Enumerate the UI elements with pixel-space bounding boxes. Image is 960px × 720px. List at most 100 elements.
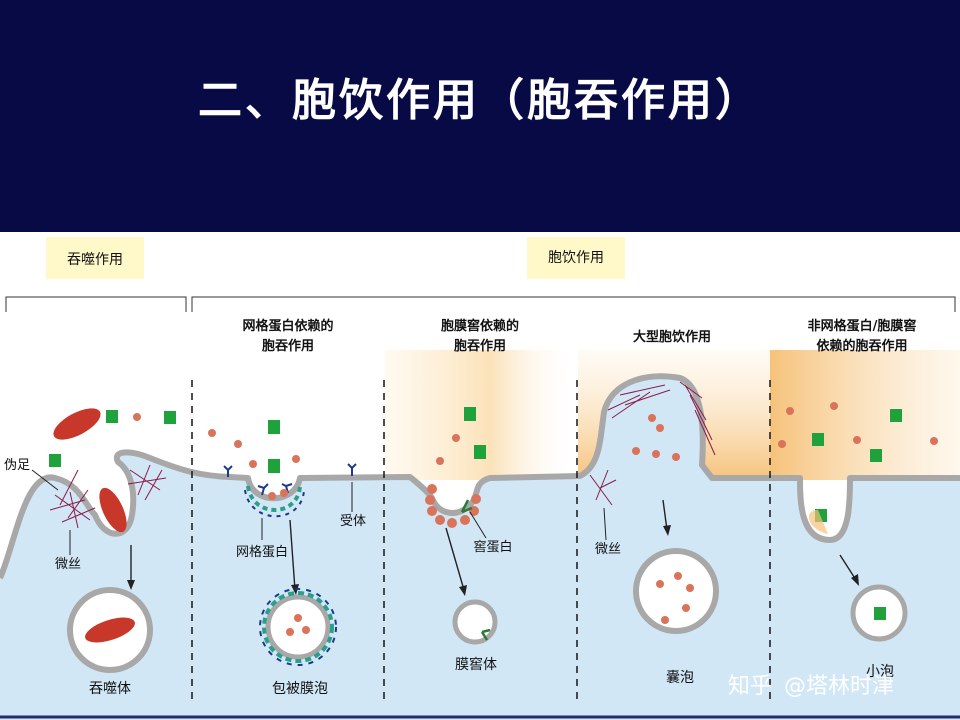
label-receptor: 受体 <box>340 514 366 529</box>
non-clathrin-gradient <box>770 350 960 480</box>
particle-dot <box>268 492 276 500</box>
non-clathrin-pit-fill <box>808 510 828 534</box>
particle-dot <box>652 450 660 458</box>
macro-filaments-base <box>589 469 617 506</box>
pinocytosis-bracket <box>191 296 956 312</box>
particle-square <box>49 454 61 467</box>
particle-dot <box>632 447 640 455</box>
particle-square <box>464 407 476 421</box>
particle-dot <box>661 616 669 624</box>
microfilament-network <box>49 464 167 529</box>
bacterium <box>53 408 101 440</box>
clathrin-arrow <box>289 519 296 591</box>
phagocytosis-label-box <box>46 237 144 279</box>
particle-dot <box>208 429 216 437</box>
clathrin-arrowhead <box>291 584 299 595</box>
particle-dot <box>133 413 141 421</box>
label-small-vesicle: 小泡 <box>866 664 894 680</box>
coated-vesicle <box>265 594 331 660</box>
caveosome-caveolin <box>480 628 491 641</box>
particle-square <box>164 411 176 424</box>
coated-vesicle-coat-outer <box>259 588 337 666</box>
column-separators <box>191 380 771 705</box>
particle-dot <box>234 440 242 448</box>
label-microfilament-2: 微丝 <box>595 542 621 557</box>
pinocytosis-label: 胞饮作用 <box>548 250 604 266</box>
phagocytosis-bracket <box>5 296 187 312</box>
macro-arrowhead <box>663 525 671 536</box>
particle-square <box>106 410 118 423</box>
particle-dot <box>786 407 794 415</box>
particle-dot <box>853 436 861 444</box>
particle-dot <box>656 580 664 588</box>
macropinosome <box>633 548 719 634</box>
macro-arrow <box>662 499 668 531</box>
header-nonclathrin-line2: 依赖的胞吞作用 <box>816 338 907 354</box>
header-nonclathrin-line1: 非网格蛋白/胞膜窖 <box>808 318 917 334</box>
header-clathrin-line1: 网格蛋白依赖的 <box>242 318 333 334</box>
label-phagosome: 吞噬体 <box>89 681 131 697</box>
label-caveolin: 窖蛋白 <box>473 539 512 555</box>
particle-square <box>874 607 886 620</box>
label-macropinosome: 囊泡 <box>666 669 694 686</box>
header-clathrin-line2: 胞吞作用 <box>261 338 314 354</box>
header-macropinocytosis: 大型胞饮作用 <box>633 329 711 345</box>
particle-dot <box>830 402 838 410</box>
header-caveolae-line2: 胞吞作用 <box>453 338 506 354</box>
particle-dot <box>436 457 444 465</box>
particle-dot <box>294 614 302 622</box>
clathrin-coat <box>246 485 302 512</box>
plasma-membrane <box>0 373 960 580</box>
header-caveolae-line1: 胞膜窖依赖的 <box>440 318 519 334</box>
particle-dot <box>682 604 690 612</box>
title-band <box>0 0 960 232</box>
particle-square <box>268 420 280 434</box>
phagocytosis-arrowhead <box>127 580 135 590</box>
endocytosis-diagram: 吞噬作用 胞饮作用 网格蛋白依赖的 胞吞作用 胞膜窖依赖的 胞吞作用 大型胞饮作… <box>0 232 960 720</box>
bacterium-engulfed <box>99 487 127 533</box>
particle-dot <box>648 414 656 422</box>
particle-dot <box>656 424 664 432</box>
caveolae-arrow <box>445 527 465 591</box>
non-clathrin-arrowhead <box>851 574 859 586</box>
particle-dot <box>674 572 682 580</box>
phagocytosis-label: 吞噬作用 <box>67 252 123 268</box>
caveosome <box>452 599 498 645</box>
watermark-author: @塔林时津 <box>784 674 895 699</box>
particle-square <box>268 459 280 473</box>
coated-vesicle-coat <box>262 591 334 663</box>
label-microfilament-1: 微丝 <box>55 557 81 572</box>
particle-square <box>474 445 486 459</box>
particle-square <box>812 433 824 446</box>
particle-dot <box>930 437 938 445</box>
label-caveosome: 膜窖体 <box>455 656 497 673</box>
watermark-site: 知乎 <box>728 674 773 699</box>
caveolin-pointer <box>469 511 487 539</box>
non-clathrin-arrow <box>839 554 857 581</box>
particle-dot <box>302 626 310 634</box>
particle-dot <box>286 628 294 636</box>
cytoplasm <box>0 376 960 720</box>
caveolae-gradient <box>385 350 577 480</box>
caveolin-beads <box>425 484 481 528</box>
particle-square <box>870 449 882 462</box>
particle-square <box>890 409 902 422</box>
particle-dot <box>249 460 257 468</box>
macro-filaments-arm <box>607 381 716 456</box>
microfilament-2-pointer <box>603 507 607 541</box>
particle-dot <box>686 584 694 592</box>
pseudopod-pointer <box>31 469 59 491</box>
particle-dot <box>672 453 680 461</box>
pinocytosis-label-box <box>527 237 625 279</box>
label-clathrin: 网格蛋白 <box>236 544 288 560</box>
phagosome-bacterium <box>85 617 135 643</box>
particle-dot <box>778 440 786 448</box>
caveolin-protein <box>460 499 473 514</box>
caveolae-arrowhead <box>459 585 467 596</box>
slide-title: 二、胞饮作用（胞吞作用） <box>198 75 762 126</box>
label-pseudopod: 伪足 <box>4 458 30 473</box>
particle-dot <box>292 455 300 463</box>
clathrin-coat-outer <box>244 489 305 518</box>
particle-dot <box>452 434 460 442</box>
label-coated-vesicle: 包被膜泡 <box>272 681 328 697</box>
